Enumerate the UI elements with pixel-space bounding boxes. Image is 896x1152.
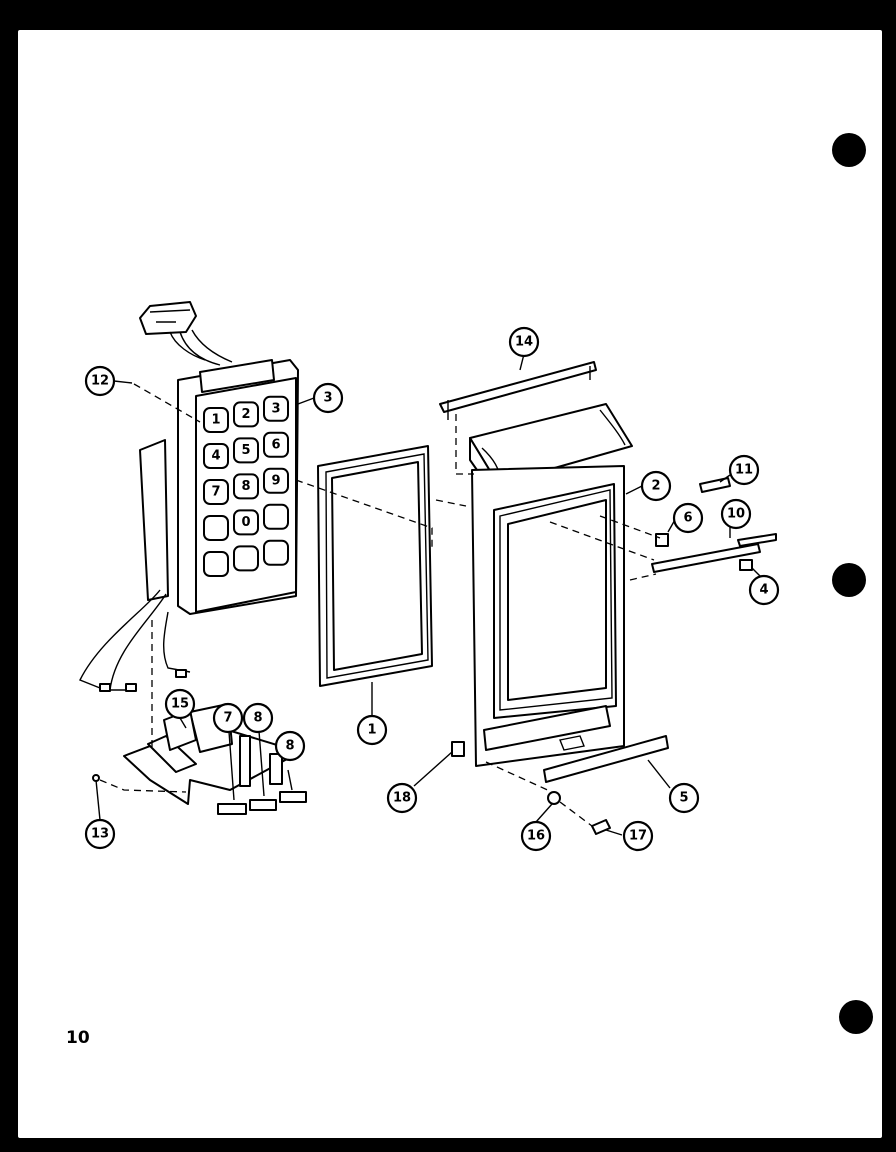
svg-text:8: 8 (241, 479, 250, 494)
callout-15: 15 (164, 688, 196, 720)
keypad-key (233, 545, 259, 572)
callout-16: 16 (520, 820, 552, 852)
svg-text:8: 8 (285, 739, 294, 754)
svg-text:11: 11 (735, 463, 753, 478)
callout-17: 17 (622, 820, 654, 852)
callout-7: 7 (212, 702, 244, 734)
svg-text:6: 6 (271, 437, 280, 452)
keypad-keys: 1 2 3 4 5 6 7 8 9 0 (203, 395, 289, 577)
svg-text:0: 0 (241, 515, 250, 530)
svg-text:13: 13 (91, 827, 109, 842)
page-number: 10 (66, 1028, 90, 1048)
svg-text:16: 16 (527, 829, 545, 844)
keypad-key (203, 551, 229, 577)
callout-12: 12 (84, 365, 116, 397)
keypad-key: 2 (233, 401, 259, 428)
svg-text:10: 10 (727, 507, 745, 522)
binder-hole-middle (832, 563, 866, 597)
svg-text:3: 3 (271, 401, 280, 416)
svg-text:14: 14 (515, 335, 533, 350)
svg-text:17: 17 (629, 829, 647, 844)
keypad-key: 0 (233, 509, 259, 536)
svg-text:8: 8 (253, 711, 262, 726)
keypad-key (263, 539, 289, 566)
keypad-key (263, 503, 289, 530)
callout-1: 1 (356, 714, 388, 746)
keypad-key (203, 515, 229, 541)
gasket-frame (317, 445, 433, 687)
svg-text:15: 15 (171, 697, 189, 712)
keypad-key: 9 (263, 467, 289, 494)
switch-bracket-assembly (92, 703, 307, 815)
svg-text:12: 12 (91, 374, 109, 389)
binder-hole-bottom (839, 1000, 873, 1034)
callout-2: 2 (640, 470, 672, 502)
callout-11: 11 (728, 454, 760, 486)
svg-text:7: 7 (223, 711, 232, 726)
svg-text:5: 5 (679, 791, 688, 806)
keypad-key: 7 (203, 479, 229, 505)
keypad-key: 3 (263, 395, 289, 422)
keypad-key: 8 (233, 473, 259, 500)
binder-hole-top (832, 133, 866, 167)
svg-text:6: 6 (683, 511, 692, 526)
control-panel-assembly (79, 301, 299, 692)
svg-text:4: 4 (759, 583, 768, 598)
callout-3: 3 (312, 382, 344, 414)
keypad-key: 1 (203, 407, 229, 433)
svg-text:7: 7 (211, 485, 220, 500)
svg-text:2: 2 (651, 479, 660, 494)
callout-8b: 8 (274, 730, 306, 762)
keypad-key: 4 (203, 443, 229, 469)
svg-text:1: 1 (211, 413, 220, 428)
svg-text:18: 18 (393, 791, 411, 806)
callout-14: 14 (508, 326, 540, 358)
keypad-key: 5 (233, 437, 259, 464)
callout-13: 13 (84, 818, 116, 850)
svg-text:3: 3 (323, 391, 332, 406)
exploded-view-lines (99, 383, 661, 827)
callout-10: 10 (720, 498, 752, 530)
callout-4: 4 (748, 574, 780, 606)
keypad-key: 6 (263, 431, 289, 458)
callout-5: 5 (668, 782, 700, 814)
svg-text:5: 5 (241, 443, 250, 458)
callout-18: 18 (386, 782, 418, 814)
svg-text:2: 2 (241, 407, 250, 422)
door-panel-assembly (439, 361, 777, 835)
svg-text:1: 1 (367, 723, 376, 738)
callout-8a: 8 (242, 702, 274, 734)
svg-text:9: 9 (271, 473, 280, 488)
svg-text:4: 4 (211, 449, 220, 464)
callout-6: 6 (672, 502, 704, 534)
